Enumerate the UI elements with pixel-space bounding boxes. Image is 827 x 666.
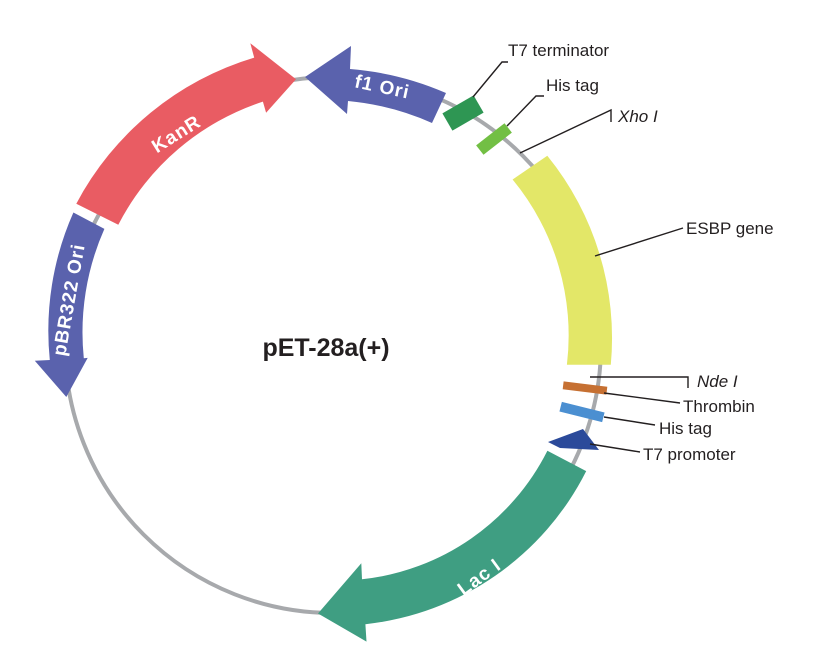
plasmid-title: pET-28a(+) [262,334,389,362]
thrombin-label: Thrombin [683,397,755,416]
xho-i-leader [519,108,612,154]
callout-leaders [472,61,689,453]
his-tag-bottom-leader [603,416,656,426]
lac-i-arrow [318,450,587,642]
t7-terminator-label: T7 terminator [508,41,609,60]
his-tag-bottom-label: His tag [659,419,712,438]
esbp-gene-label: ESBP gene [686,219,774,238]
his-tag-box-bottom [559,401,605,423]
his-tag-top-label: His tag [546,76,599,95]
t7-terminator-leader [472,61,508,98]
esbp-gene-box [512,155,613,365]
f1-ori-arrow [305,46,446,123]
thrombin-box [562,381,608,395]
his-tag-box-top [476,123,512,155]
pbr322-ori-arrow [34,212,105,397]
t7-promoter-leader [589,443,641,453]
nde-i-leader [590,376,689,388]
thrombin-leader [603,392,681,404]
t7-terminator-box [442,95,484,131]
t7-promoter-arrow [548,429,599,450]
nde-i-label: Nde I [697,372,738,391]
t7-promoter-label: T7 promoter [643,445,736,464]
kanr-arrow [76,43,296,225]
his-tag-top-leader [506,95,544,127]
xho-i-label: Xho I [617,107,658,126]
esbp-gene-leader [594,227,684,257]
